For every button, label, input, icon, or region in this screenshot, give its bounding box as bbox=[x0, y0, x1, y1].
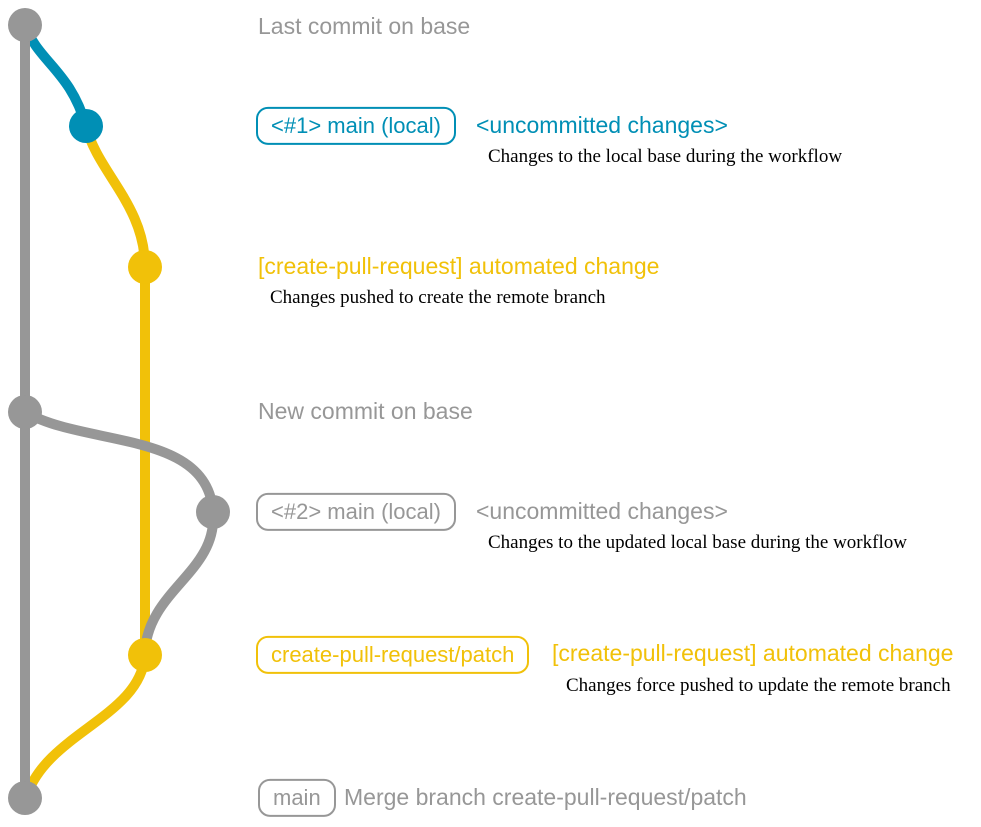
branch-badge-main-local-1: <#1> main (local) bbox=[256, 106, 456, 146]
commit-message-uncommitted-1: <uncommitted changes> bbox=[476, 111, 728, 138]
branch-line-local-main bbox=[20, 20, 91, 131]
commit-dot-automated-change-2 bbox=[128, 638, 162, 672]
branch-line-local-main-2 bbox=[20, 407, 219, 657]
branch-badge-create-pull-request-patch: create-pull-request/patch bbox=[256, 635, 530, 675]
caption-automated-change-2: Changes force pushed to update the remot… bbox=[566, 675, 951, 697]
commit-message-last-commit: Last commit on base bbox=[258, 12, 471, 39]
commit-dot-new-commit-on-base bbox=[8, 395, 42, 429]
branch-badge-main: main bbox=[258, 778, 336, 818]
commit-message-automated-change-2: [create-pull-request] automated change bbox=[552, 639, 954, 666]
caption-automated-change-1: Changes pushed to create the remote bran… bbox=[270, 287, 606, 309]
caption-uncommitted-2: Changes to the updated local base during… bbox=[488, 532, 907, 554]
caption-uncommitted-1: Changes to the local base during the wor… bbox=[488, 146, 843, 168]
commit-message-merge: Merge branch create-pull-request/patch bbox=[344, 783, 747, 810]
commit-dot-automated-change-1 bbox=[128, 250, 162, 284]
commit-message-new-commit: New commit on base bbox=[258, 397, 473, 424]
commit-dot-uncommitted-1 bbox=[69, 109, 103, 143]
commit-dot-last-commit-on-base bbox=[8, 8, 42, 42]
commit-dot-merge bbox=[8, 781, 42, 815]
commit-message-uncommitted-2: <uncommitted changes> bbox=[476, 497, 728, 524]
commit-dot-uncommitted-2 bbox=[196, 495, 230, 529]
commit-message-automated-change-1: [create-pull-request] automated change bbox=[258, 252, 660, 279]
branch-line-create-pull-request-patch bbox=[22, 121, 150, 800]
branch-badge-main-local-2: <#2> main (local) bbox=[256, 492, 456, 532]
